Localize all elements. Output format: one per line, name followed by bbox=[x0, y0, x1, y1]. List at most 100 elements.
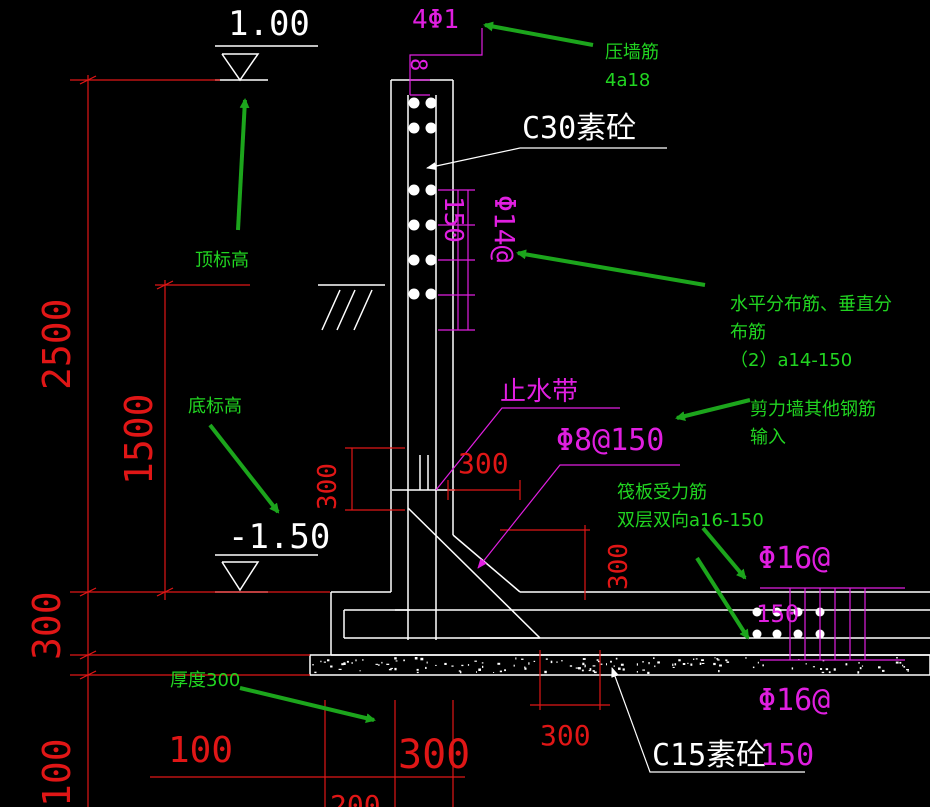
wall-dist-note-1: 水平分布筋、垂直分 bbox=[730, 294, 892, 315]
rebar-dot bbox=[408, 184, 420, 196]
speckle bbox=[544, 670, 547, 674]
speckle bbox=[545, 658, 548, 660]
speckle bbox=[600, 663, 603, 665]
speckle bbox=[820, 668, 823, 670]
raft-note-1: 筏板受力筋 bbox=[617, 482, 707, 503]
c15-concrete-group: C15素砼 150 bbox=[652, 738, 814, 773]
speckle bbox=[550, 660, 553, 664]
wall-dist-note-2: 布筋 bbox=[730, 322, 766, 343]
c15-concrete-label: C15素砼 bbox=[652, 738, 766, 773]
speckle bbox=[725, 659, 728, 662]
speckle bbox=[859, 667, 862, 670]
speckle bbox=[414, 657, 418, 660]
rebar-dot bbox=[425, 122, 437, 134]
speckle bbox=[762, 664, 764, 667]
speckle bbox=[582, 662, 585, 666]
speckle bbox=[578, 667, 581, 670]
waterstop-label: 止水带 bbox=[500, 377, 578, 407]
raft-arrow-2 bbox=[695, 556, 750, 640]
speckle bbox=[481, 662, 484, 664]
speckle bbox=[394, 667, 397, 671]
speckle bbox=[524, 667, 527, 670]
speckle bbox=[716, 658, 719, 660]
speckle bbox=[425, 666, 427, 669]
bottom-elev-arrow bbox=[208, 423, 280, 514]
speckle bbox=[647, 671, 650, 674]
speckle bbox=[745, 657, 747, 659]
thickness-note: 厚度300 bbox=[170, 670, 240, 691]
rebar-dot bbox=[425, 97, 437, 109]
rebar-dot bbox=[752, 629, 762, 639]
speckle bbox=[717, 659, 720, 661]
speckle bbox=[386, 663, 390, 665]
speckle bbox=[858, 662, 860, 664]
top-elevation-symbol bbox=[215, 45, 318, 82]
speckle bbox=[613, 665, 615, 667]
speckle bbox=[362, 659, 364, 661]
top-elev-arrow bbox=[236, 98, 250, 231]
bottom-elev-note: 底标高 bbox=[188, 396, 242, 417]
speckle bbox=[657, 661, 660, 664]
speckle bbox=[346, 660, 349, 663]
speckle bbox=[493, 672, 495, 673]
slab-bar-top-label: Φ16@ bbox=[758, 541, 830, 576]
speckle bbox=[812, 666, 815, 668]
dim-bottom-100: 100 bbox=[168, 730, 233, 771]
bottom-elevation-symbol bbox=[215, 554, 318, 593]
top-bar-spacing: 8 bbox=[405, 58, 430, 71]
dim-cushion: 300 bbox=[540, 719, 591, 752]
speckle bbox=[622, 668, 625, 671]
speckle bbox=[524, 666, 526, 669]
green-arrows bbox=[208, 21, 751, 724]
speckle bbox=[642, 661, 644, 663]
rebar-dot bbox=[772, 607, 782, 617]
speckle bbox=[618, 667, 621, 670]
speckle bbox=[521, 658, 524, 660]
speckle bbox=[474, 660, 477, 662]
speckle bbox=[791, 667, 794, 670]
speckle bbox=[653, 657, 655, 659]
speckle bbox=[403, 659, 405, 662]
dim-bottom-partial: 200 bbox=[330, 789, 381, 807]
top-bar-label: 4Φ1 bbox=[412, 5, 459, 35]
speckle bbox=[672, 663, 674, 667]
speckle bbox=[504, 669, 506, 672]
speckle bbox=[672, 666, 675, 668]
speckle bbox=[343, 662, 346, 665]
rebar-dot bbox=[425, 219, 437, 231]
speckle bbox=[582, 658, 586, 660]
thickness-arrow bbox=[239, 686, 376, 724]
raft-note-2: 双层双向a16-150 bbox=[617, 510, 764, 531]
press-bar-note-1: 压墙筋 bbox=[605, 42, 659, 63]
speckle bbox=[592, 670, 595, 672]
speckle bbox=[515, 657, 517, 660]
speckle bbox=[351, 662, 353, 664]
speckle bbox=[828, 671, 831, 674]
shear-wall-note-2: 输入 bbox=[750, 427, 786, 448]
speckle bbox=[636, 671, 638, 673]
dim-waterstop-horizontal: 300 bbox=[458, 447, 509, 480]
speckle bbox=[584, 665, 586, 668]
dim-slab-thickness: 300 bbox=[25, 591, 69, 660]
dim-lower-height: 1500 bbox=[117, 393, 161, 485]
press-bar-arrow bbox=[483, 21, 594, 47]
speckle bbox=[701, 659, 704, 661]
speckle bbox=[581, 669, 584, 672]
speckle bbox=[878, 666, 881, 669]
speckle bbox=[482, 665, 484, 668]
speckle bbox=[636, 663, 638, 666]
speckle bbox=[642, 669, 645, 671]
dim-slab-lower: 100 bbox=[35, 738, 79, 807]
speckle bbox=[596, 659, 599, 661]
speckle bbox=[355, 659, 357, 662]
top-elevation-value: 1.00 bbox=[228, 4, 310, 44]
speckle bbox=[575, 667, 579, 669]
speckle bbox=[312, 664, 314, 666]
speckle bbox=[896, 657, 898, 659]
speckle bbox=[610, 660, 612, 663]
rebar-dot bbox=[408, 254, 420, 266]
rebar-dot bbox=[425, 254, 437, 266]
speckle bbox=[687, 662, 689, 664]
c15-thickness: 150 bbox=[760, 738, 814, 773]
speckle bbox=[899, 661, 902, 664]
